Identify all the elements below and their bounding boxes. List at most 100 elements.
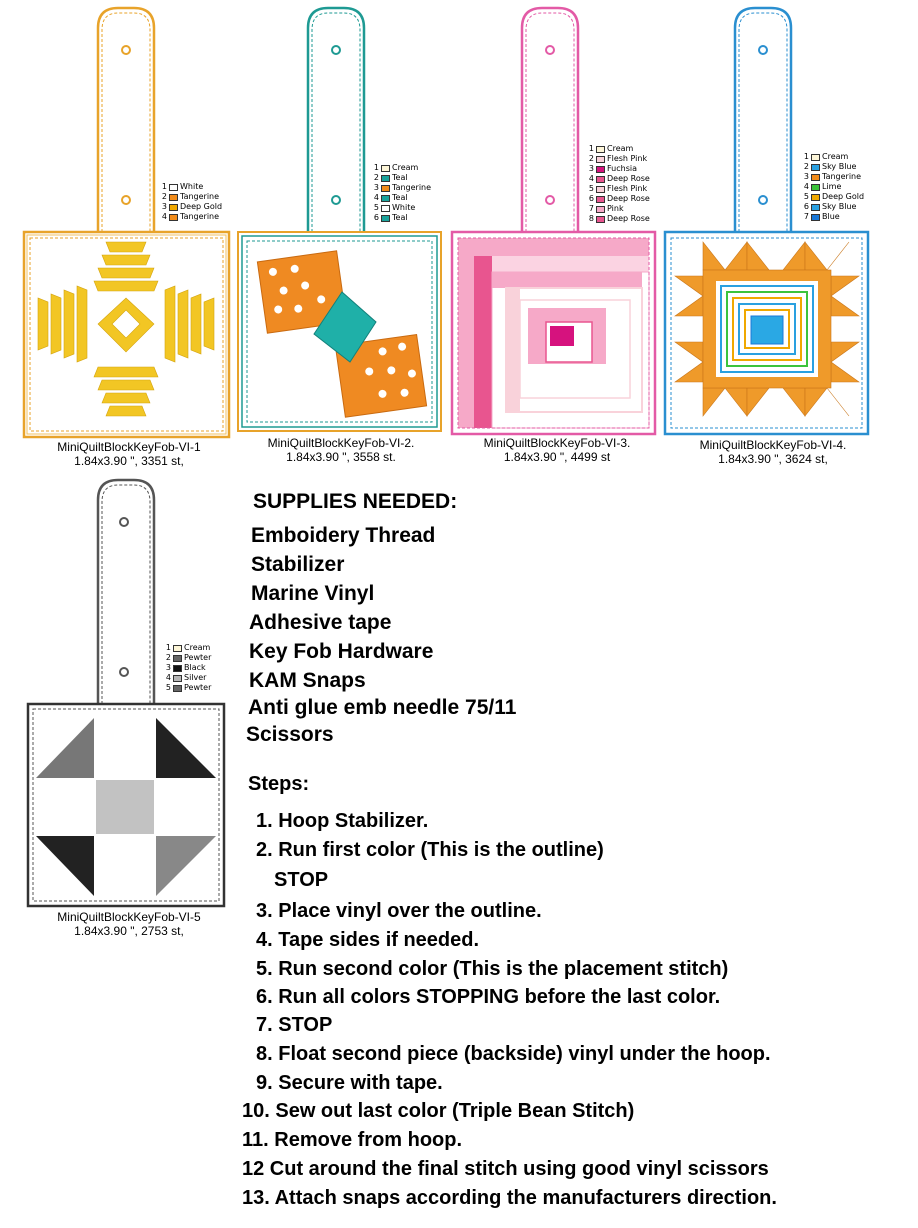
- key-fob-vi-3: [450, 6, 660, 438]
- design-info: 1.84x3.90 ", 3558 st.: [286, 450, 396, 464]
- legend-num: 7: [588, 204, 594, 213]
- color-swatch: [811, 183, 820, 191]
- color-swatch: [811, 203, 820, 211]
- supplies-title: SUPPLIES NEEDED:: [253, 490, 458, 513]
- color-swatch: [381, 194, 390, 202]
- fob-vi-4-caption: MiniQuiltBlockKeyFob-VI-4. 1.84x3.90 ", …: [666, 438, 880, 466]
- legend-label: Pewter: [184, 683, 212, 692]
- key-fob-vi-4: [663, 6, 873, 438]
- design-name: MiniQuiltBlockKeyFob-VI-3.: [483, 436, 631, 450]
- fob-vi-4-outline: [663, 6, 870, 436]
- color-swatch: [811, 213, 820, 221]
- legend-num: 1: [803, 152, 809, 161]
- legend-num: 2: [803, 162, 809, 171]
- legend-label: Fuchsia: [607, 164, 637, 173]
- color-swatch: [811, 163, 820, 171]
- step-line: 4. Tape sides if needed.: [256, 929, 480, 951]
- fob-vi-5-outline: [26, 478, 226, 908]
- fob-vi-1-outline: [22, 6, 231, 439]
- step-line: 10. Sew out last color (Triple Bean Stit…: [242, 1100, 635, 1122]
- color-swatch: [173, 674, 182, 682]
- legend-num: 5: [373, 203, 379, 212]
- color-swatch: [173, 644, 182, 652]
- color-swatch: [596, 205, 605, 213]
- legend-label: Deep Rose: [607, 214, 650, 223]
- key-fob-vi-1: [22, 6, 232, 439]
- color-swatch: [381, 164, 390, 172]
- supply-item: Emboidery Thread: [251, 524, 436, 547]
- color-swatch: [173, 684, 182, 692]
- legend-label: Tangerine: [392, 183, 432, 192]
- color-swatch: [169, 183, 178, 191]
- color-swatch: [811, 153, 820, 161]
- legend-num: 2: [373, 173, 379, 182]
- fob-vi-5-caption: MiniQuiltBlockKeyFob-VI-5 1.84x3.90 ", 2…: [22, 910, 236, 938]
- legend-label: Teal: [392, 173, 408, 182]
- legend-num: 1: [588, 144, 594, 153]
- color-swatch: [596, 145, 605, 153]
- legend-num: 5: [165, 683, 171, 692]
- legend-label: Cream: [392, 163, 419, 172]
- steps-title: Steps:: [248, 773, 310, 795]
- design-info: 1.84x3.90 ", 3351 st,: [74, 454, 184, 468]
- key-fob-vi-5: [26, 478, 236, 910]
- legend-num: 6: [373, 213, 379, 222]
- step-line: 1. Hoop Stabilizer.: [256, 810, 429, 832]
- step-line: 5. Run second color (This is the placeme…: [256, 958, 729, 980]
- supply-item: Stabilizer: [251, 553, 345, 576]
- legend-num: 3: [803, 172, 809, 181]
- legend-label: Blue: [822, 212, 840, 221]
- color-swatch: [596, 175, 605, 183]
- color-swatch: [173, 654, 182, 662]
- supply-item: Key Fob Hardware: [249, 640, 434, 663]
- legend-label: Tangerine: [822, 172, 862, 181]
- design-info: 1.84x3.90 ", 3624 st,: [718, 452, 828, 466]
- color-swatch: [811, 193, 820, 201]
- legend-label: Pewter: [184, 653, 212, 662]
- color-swatch: [169, 213, 178, 221]
- legend-label: Deep Gold: [180, 202, 223, 211]
- legend-label: Teal: [392, 193, 408, 202]
- color-swatch: [169, 203, 178, 211]
- supply-item: Scissors: [246, 723, 334, 746]
- step-line: 2. Run first color (This is the outline): [256, 839, 604, 861]
- fob-vi-2-outline: [237, 6, 442, 432]
- color-swatch: [596, 215, 605, 223]
- color-swatch: [381, 214, 390, 222]
- legend-label: Tangerine: [180, 212, 220, 221]
- legend-label: Black: [184, 663, 206, 672]
- design-info: 1.84x3.90 ", 4499 st: [503, 450, 611, 464]
- fob-vi-2-caption: MiniQuiltBlockKeyFob-VI-2. 1.84x3.90 ", …: [234, 436, 448, 464]
- step-line: 13. Attach snaps according the manufactu…: [242, 1187, 777, 1209]
- legend-num: 8: [588, 214, 594, 223]
- design-name: MiniQuiltBlockKeyFob-VI-5: [57, 910, 201, 924]
- legend-label: Flesh Pink: [607, 154, 648, 163]
- legend-num: 1: [373, 163, 379, 172]
- legend-label: Deep Gold: [822, 192, 865, 201]
- fob-vi-3-caption: MiniQuiltBlockKeyFob-VI-3. 1.84x3.90 ", …: [450, 436, 664, 464]
- design-name: MiniQuiltBlockKeyFob-VI-1: [57, 440, 201, 454]
- step-line: 3. Place vinyl over the outline.: [256, 900, 542, 922]
- legend-num: 4: [165, 673, 171, 682]
- legend-num: 1: [161, 182, 167, 191]
- legend-num: 4: [588, 174, 594, 183]
- supply-item: Anti glue emb needle 75/11: [248, 696, 517, 719]
- legend-label: Silver: [184, 673, 207, 682]
- color-swatch: [381, 204, 390, 212]
- supply-item: KAM Snaps: [249, 669, 366, 692]
- color-swatch: [596, 155, 605, 163]
- legend-label: Lime: [822, 182, 842, 191]
- legend-label: Sky Blue: [822, 162, 857, 171]
- legend-num: 6: [803, 202, 809, 211]
- legend-num: 3: [165, 663, 171, 672]
- color-swatch: [169, 193, 178, 201]
- color-swatch: [811, 173, 820, 181]
- legend-num: 4: [803, 182, 809, 191]
- step-line: 9. Secure with tape.: [256, 1072, 443, 1094]
- color-swatch: [381, 184, 390, 192]
- legend-label: White: [392, 203, 416, 212]
- step-line: 8. Float second piece (backside) vinyl u…: [256, 1043, 771, 1065]
